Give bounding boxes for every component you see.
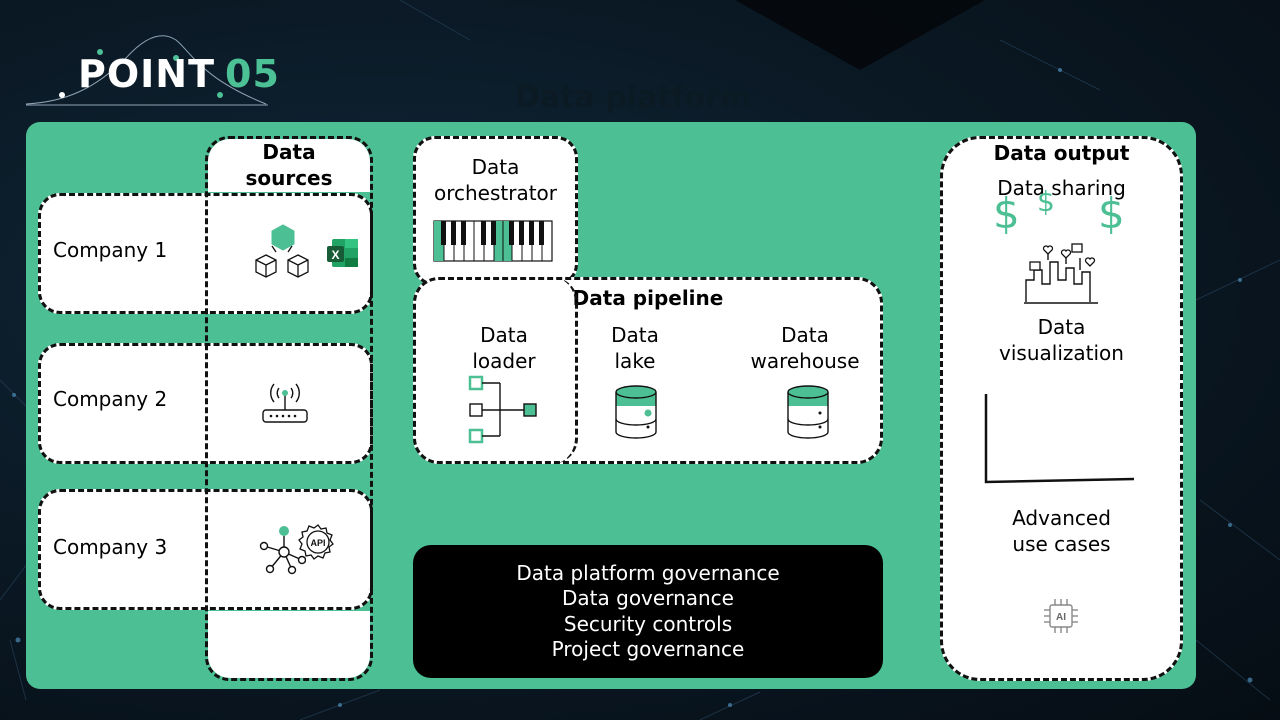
ai-chip-icon: AI: [1044, 599, 1078, 633]
excel-icon: X: [327, 239, 358, 267]
data-sharing-label: Data sharing: [997, 176, 1126, 200]
advanced-use-cases-title-line1: Advanced: [1012, 506, 1111, 530]
page-title: Data platform: [515, 80, 752, 115]
piano-keys-icon: [433, 220, 553, 262]
database-lake-icon: [615, 385, 657, 439]
advanced-use-cases-title: Advanced use cases: [940, 505, 1183, 557]
data-visualization-title-line1: Data: [1037, 315, 1086, 339]
data-loader-title-line1: Data: [480, 323, 528, 347]
data-visualization-title: Data visualization: [940, 314, 1183, 366]
svg-text:AI: AI: [1056, 612, 1066, 623]
company-3-label: Company 3: [53, 535, 168, 559]
data-orchestrator-title-line1: Data: [471, 155, 520, 179]
data-sources-footer-fill: [208, 611, 370, 678]
logo-word: POINT: [78, 52, 216, 96]
logo-arc: [26, 35, 268, 106]
network-hub-icon: [259, 526, 306, 575]
governance-line-4: Project governance: [551, 637, 745, 661]
hexagon-cubes-icon: [255, 224, 309, 278]
data-lake-title-line1: Data: [611, 323, 659, 347]
data-output-title: Data output: [993, 141, 1130, 165]
data-warehouse-title-line2: warehouse: [750, 349, 860, 373]
database-warehouse-icon: [787, 385, 829, 439]
data-sources-header-fill: [208, 139, 370, 192]
data-sources-title: Data sources: [205, 139, 373, 191]
data-output-box: [940, 136, 1183, 681]
data-loader-title-line2: loader: [472, 349, 536, 373]
city-likes-icon: [1024, 243, 1098, 304]
router-icon: [262, 383, 308, 423]
chart-axes-icon: [984, 394, 1135, 484]
logo-number: 05: [225, 52, 280, 96]
dollar-icon: $: [993, 189, 1020, 238]
dollar-right-icon: $: [1098, 189, 1125, 238]
data-orchestrator-title-line2: orchestrator: [433, 181, 558, 205]
data-sources-title-line1: Data: [262, 140, 316, 164]
data-loader-title: Data loader: [413, 322, 595, 374]
data-warehouse-title-line1: Data: [781, 323, 829, 347]
data-visualization-title-line2: visualization: [999, 341, 1124, 365]
data-warehouse-title: Data warehouse: [730, 322, 880, 374]
tree-connector-icon: [468, 375, 537, 444]
governance-line-2: Data governance: [562, 586, 734, 610]
data-pipeline-title: Data pipeline: [572, 286, 724, 310]
data-sources-title-line2: sources: [245, 166, 333, 190]
api-gear-icon: API: [298, 524, 334, 560]
advanced-use-cases-title-line2: use cases: [1012, 532, 1111, 556]
data-orchestrator-title: Data orchestrator: [413, 154, 578, 206]
svg-text:X: X: [331, 248, 339, 262]
company-1-label: Company 1: [53, 238, 168, 262]
data-lake-title-line2: lake: [614, 349, 656, 373]
dollar-small-icon: $: [1037, 185, 1055, 218]
governance-line-1: Data platform governance: [516, 560, 780, 585]
company-2-label: Company 2: [53, 387, 168, 411]
data-lake-title: Data lake: [595, 322, 675, 374]
governance-box: Data platform governance Data governance…: [413, 545, 883, 678]
data-loader-box: [413, 277, 578, 464]
svg-text:API: API: [310, 538, 325, 548]
data-sources-column: [205, 136, 373, 681]
governance-line-3: Security controls: [563, 611, 733, 636]
